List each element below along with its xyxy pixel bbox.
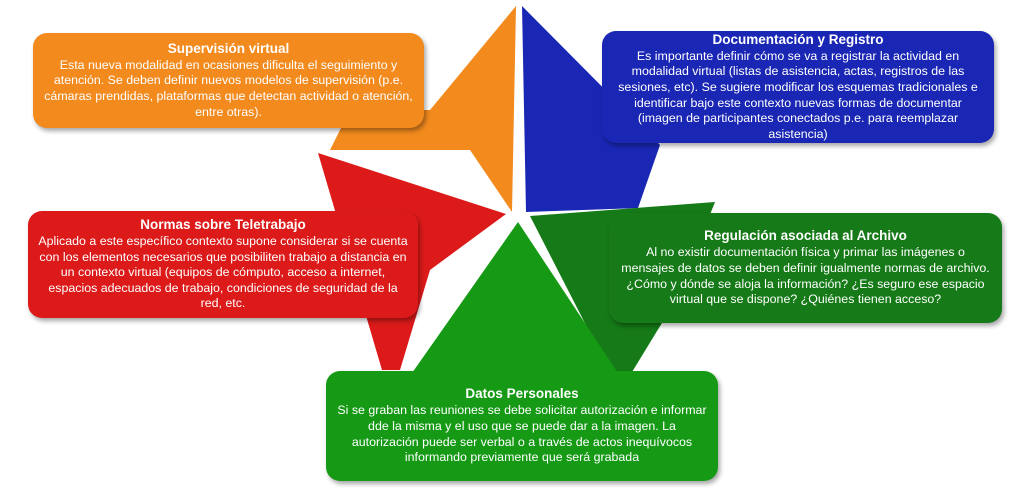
documentacion-registro-text: Es importante definir cómo se va a regis… [618, 48, 978, 141]
datos-personales-text: Si se graban las reuniones se debe solic… [337, 403, 707, 465]
star-segment-blue [522, 6, 660, 212]
regulacion-archivo-title: Regulación asociada al Archivo [704, 228, 907, 244]
supervision-virtual-box: Supervisión virtual Esta nueva modalidad… [33, 33, 424, 128]
star-segment-orange [330, 6, 516, 212]
regulacion-archivo-text: Al no existir documentación física y pri… [621, 245, 990, 307]
datos-personales-box: Datos Personales Si se graban las reunio… [326, 371, 718, 481]
documentacion-registro-title: Documentación y Registro [712, 31, 884, 47]
normas-teletrabajo-box: Normas sobre Teletrabajo Aplicado a este… [28, 211, 418, 318]
star-segment-green [412, 222, 618, 373]
normas-teletrabajo-title: Normas sobre Teletrabajo [140, 217, 306, 233]
regulacion-archivo-box: Regulación asociada al Archivo Al no exi… [609, 213, 1002, 323]
documentacion-registro-box: Documentación y Registro Es importante d… [602, 31, 994, 143]
supervision-virtual-text: Esta nueva modalidad en ocasiones dificu… [44, 57, 413, 119]
supervision-virtual-title: Supervisión virtual [167, 40, 290, 56]
datos-personales-title: Datos Personales [465, 386, 579, 402]
normas-teletrabajo-text: Aplicado a este específico contexto supo… [38, 234, 408, 311]
